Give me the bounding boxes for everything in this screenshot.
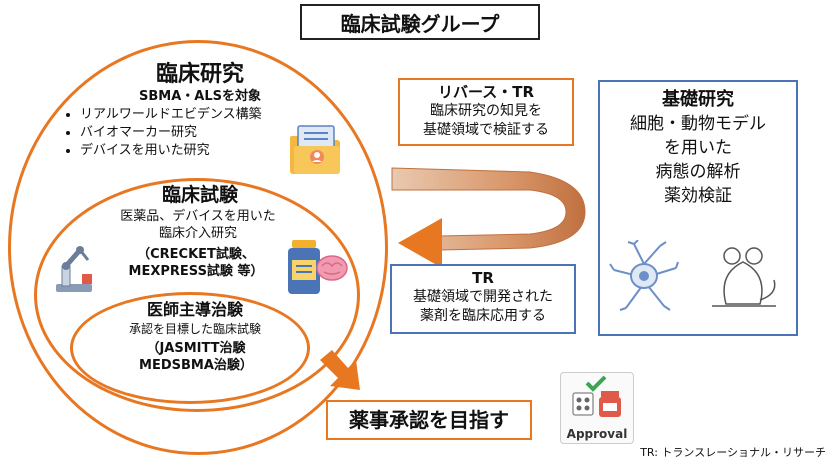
footnote: TR: トランスレーショナル・リサーチ [640, 446, 826, 459]
approval-goal-box: 薬事承認を目指す [326, 400, 532, 440]
bullet-item: デバイスを用いた研究 [80, 142, 320, 160]
basic-research-box: 基礎研究 細胞・動物モデル を用いた 病態の解析 薬効検証 [598, 80, 798, 336]
investigator-trial-example: （JASMITT治験 [146, 341, 246, 356]
investigator-trial-examples: （JASMITT治験 MEDSBMA治験） [96, 340, 296, 374]
approval-icon-label: Approval [566, 427, 628, 441]
tr-heading: TR [472, 269, 494, 287]
mouse-icon [704, 244, 782, 314]
cycle-arrow-icon [380, 150, 610, 280]
investigator-trial-example: MEDSBMA治験） [139, 358, 253, 373]
clinical-trial-examples: （CRECKET試験、 MEXPRESS試験 等） [96, 246, 296, 280]
basic-research-line: 病態の解析 [655, 162, 741, 182]
investigator-trial-line: 承認を目標した臨床試験 [128, 322, 261, 336]
clinical-trial-heading: 臨床試験 [161, 184, 238, 206]
investigator-trial-ellipse [70, 292, 310, 404]
clinical-research-subheading: SBMA・ALSを対象 [139, 89, 261, 104]
clinical-research-heading: 臨床研究 [155, 62, 244, 87]
tr-line: 基礎領域で開発された [413, 289, 553, 305]
clinical-trial-example: MEXPRESS試験 等） [128, 264, 264, 279]
folder-document-icon [286, 124, 344, 176]
basic-research-line: 薬効検証 [664, 186, 732, 206]
medicine-brain-icon [282, 236, 350, 298]
neuron-cell-icon [608, 239, 680, 312]
reverse-tr-heading: リバース・TR [437, 83, 535, 101]
reverse-tr-line: 臨床研究の知見を [430, 103, 542, 119]
clinical-trial-line: 臨床介入研究 [158, 226, 237, 241]
approval-graphic [572, 375, 621, 417]
tr-box: TR 基礎領域で開発された 薬剤を臨床応用する [390, 264, 576, 334]
investigator-trial-heading: 医師主導治験 [146, 300, 243, 319]
clinical-trial-example: （CRECKET試験、 [137, 247, 255, 262]
basic-research-heading: 基礎研究 [662, 89, 734, 110]
clinical-trial-description: 医薬品、デバイスを用いた 臨床介入研究 [88, 208, 308, 242]
clinical-trial-line: 医薬品、デバイスを用いた [120, 209, 276, 224]
reverse-tr-line: 基礎領域で検証する [423, 122, 549, 138]
basic-research-line: を用いた [664, 138, 732, 158]
bullet-item: リアルワールドエビデンス構築 [80, 106, 320, 124]
basic-research-line: 細胞・動物モデル [630, 114, 766, 134]
reverse-tr-box: リバース・TR 臨床研究の知見を 基礎領域で検証する [398, 78, 574, 146]
clinical-research-ellipse [8, 40, 388, 455]
tr-line: 薬剤を臨床応用する [420, 308, 546, 324]
clinical-research-bullets: リアルワールドエビデンス構築 バイオマーカー研究 デバイスを用いた研究 [62, 106, 320, 160]
approval-icon: Approval [560, 372, 634, 444]
robot-arm-icon [50, 240, 98, 294]
page-title: 臨床試験グループ [300, 4, 540, 40]
bullet-item: バイオマーカー研究 [80, 124, 320, 142]
clinical-trial-ellipse [34, 178, 360, 412]
approval-arrow-icon [318, 348, 364, 394]
